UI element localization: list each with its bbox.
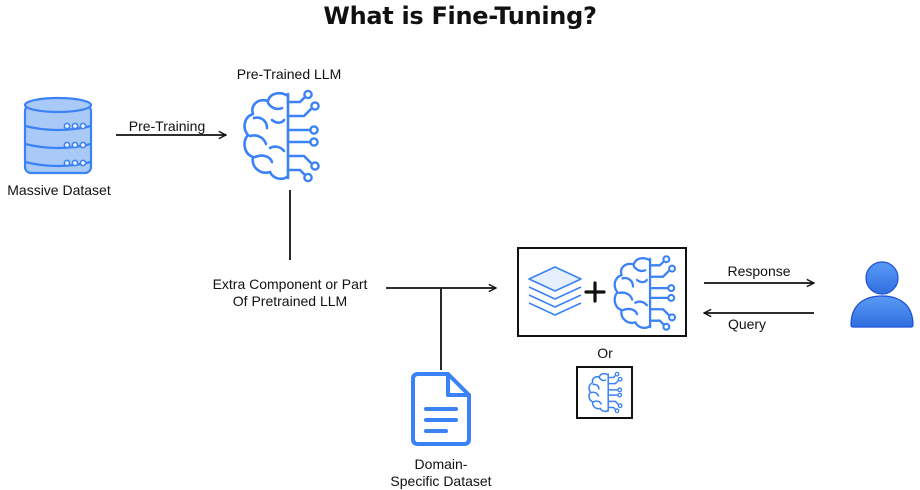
query-label: Query [727, 316, 767, 332]
user-icon [850, 261, 914, 328]
diagram-title: What is Fine-Tuning? [323, 2, 597, 30]
pre-training-label: Pre-Training [128, 118, 206, 134]
document-icon [411, 372, 471, 446]
brain-circuit-icon-small [588, 371, 623, 414]
brain-circuit-icon [243, 89, 320, 183]
alt-model-box [576, 366, 633, 419]
finetuned-model-box [517, 247, 687, 337]
massive-dataset-label: Massive Dataset [7, 182, 111, 198]
or-label: Or [597, 345, 613, 361]
layers-icon [528, 266, 582, 316]
extra-component-label-line1: Extra Component or Part [212, 276, 368, 292]
extra-component-label-line2: Of Pretrained LLM [232, 293, 348, 309]
pretrained-llm-label: Pre-Trained LLM [236, 66, 342, 82]
response-label: Response [727, 263, 791, 279]
domain-dataset-label-line1: Domain- [414, 456, 468, 472]
brain-circuit-icon-model [613, 255, 677, 331]
plus-icon [584, 281, 606, 303]
domain-dataset-label-line2: Specific Dataset [390, 473, 492, 489]
database-icon [23, 96, 93, 175]
